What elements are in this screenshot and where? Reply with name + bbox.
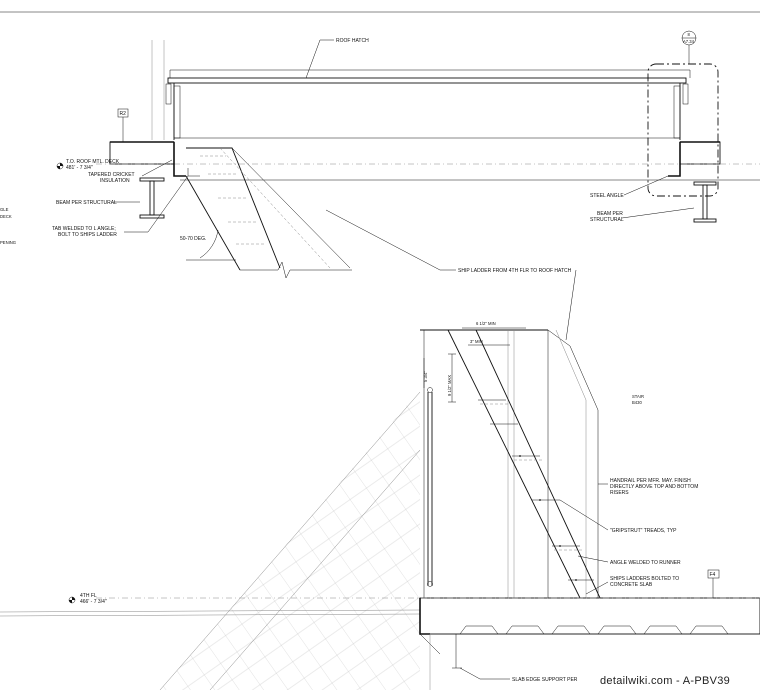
steel-angle-label: STEEL ANGLE — [590, 193, 624, 199]
dim-3-min: 3" MIN — [470, 339, 483, 344]
roof-hatch-label: ROOF HATCH — [336, 38, 369, 44]
angle-range-label: 50-70 DEG. — [180, 236, 206, 242]
fourth-floor-label: 4TH FL — [80, 593, 97, 599]
dim-5-3-4: 5 3/4" — [423, 371, 428, 382]
concrete-slab — [419, 597, 760, 635]
cut-label-deck: DECK — [0, 214, 12, 219]
fourth-floor-elevation: 466' - 7 3/4" — [80, 599, 107, 605]
floor-section — [0, 327, 760, 691]
angle-welded-label: ANGLE WELDED TO RUNNER — [610, 560, 681, 566]
beam-right-label-2: STRUCTURAL — [590, 217, 624, 223]
handrail-label-2: DIRECTLY ABOVE TOP AND BOTTOM — [610, 484, 698, 490]
slab-edge-label: SLAB EDGE SUPPORT PER — [512, 677, 578, 683]
handrail-label: HANDRAIL PER MFR. MAY. FINISH — [610, 478, 691, 484]
stair-tag-number: B430 — [632, 400, 642, 405]
beam-left-label: BEAM PER STRUCTURAL — [56, 200, 117, 206]
cut-label-gle: GLE — [0, 207, 9, 212]
dim-6-half-min: 6 1/2" MIN — [476, 321, 496, 326]
ship-ladder-label: SHIP LADDER FROM 4TH FLR TO ROOF HATCH — [458, 268, 572, 274]
grid-label-f4: F4 — [710, 572, 716, 578]
left-beam — [139, 177, 165, 219]
roof-deck-elevation: 481' - 7 3/4" — [66, 165, 93, 171]
callout-top-number: 8 — [688, 32, 691, 37]
tapered-cricket-label: TAPERED CRICKET — [88, 172, 135, 178]
tab-welded-label: TAB WELDED TO L ANGLE; — [52, 226, 116, 232]
roof-section — [96, 30, 760, 279]
callout-sheet-number: A7.34 — [683, 39, 695, 44]
fourth-floor-level-marker — [68, 596, 76, 604]
roof-deck-label: T.O. ROOF MTL. DECK — [66, 159, 120, 165]
stair-tag: STAIR — [632, 394, 644, 399]
dimension-lines — [423, 327, 526, 403]
tab-welded-label-2: BOLT TO SHIPS LADDER — [58, 232, 117, 238]
tapered-cricket-label-2: INSULATION — [100, 178, 130, 184]
roof-level-marker — [56, 162, 64, 170]
beam-right-label: BEAM PER — [597, 211, 623, 217]
grid-label-r2: R2 — [120, 111, 127, 117]
watermark: detailwiki.com - A-PBV39 — [600, 675, 730, 687]
cut-label-opening: PENING — [0, 240, 16, 245]
dim-9-half-max: 9 1/2" MAX — [447, 375, 452, 396]
ships-ladders-bolted-label-2: CONCRETE SLAB — [610, 582, 653, 588]
right-beam — [693, 181, 717, 223]
detail-callout-box — [647, 63, 719, 197]
handrail-label-3: RISERS — [610, 490, 629, 496]
ships-ladders-bolted-label: SHIPS LADDERS BOLTED TO — [610, 576, 679, 582]
gripstrut-label: "GRIPSTRUT" TREADS, TYP — [610, 528, 677, 534]
